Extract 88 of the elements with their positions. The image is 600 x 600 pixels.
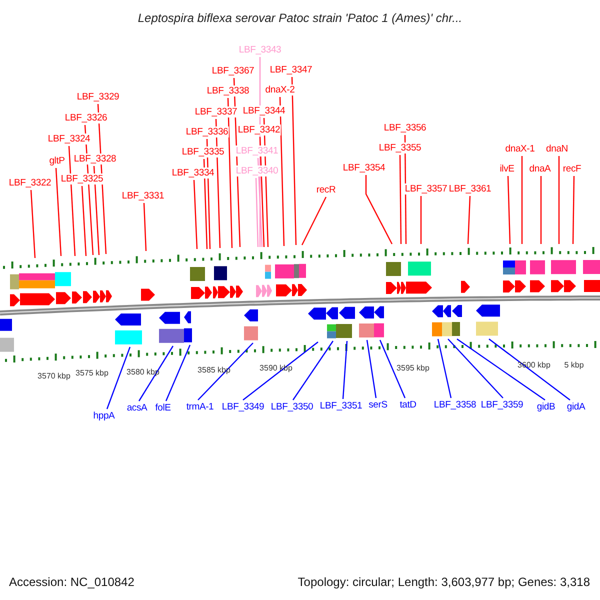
gene-label: LBF_3325	[60, 174, 104, 184]
gene-label: ilvE	[498, 164, 516, 174]
gene-label: LBF_3354	[342, 162, 386, 174]
gene-label: recF	[562, 164, 582, 174]
gene-label: LBF_3340	[234, 166, 280, 176]
leader-line	[488, 338, 570, 400]
gene-label: gidB	[536, 402, 556, 412]
gene-label: LBF_3342	[236, 124, 282, 136]
gene-label: LBF_3359	[480, 400, 524, 410]
gene-label: tatD	[398, 400, 418, 410]
gene-label: dnaN	[545, 144, 569, 154]
leader-line	[399, 155, 402, 244]
leader-line	[379, 340, 406, 398]
leader-line	[437, 338, 452, 398]
leader-line	[521, 156, 523, 244]
leader-line	[366, 340, 377, 398]
gene-label: LBF_3343	[238, 44, 282, 56]
leader-line	[193, 180, 198, 250]
leader-line	[255, 178, 259, 248]
genome-summary: Topology: circular; Length: 3,603,977 bp; Genes: 3,318	[298, 575, 590, 589]
gene-label: LBF_3324	[46, 134, 92, 144]
leader-line	[291, 76, 297, 246]
leader-line	[143, 202, 147, 252]
tick-label: 3575 kbp	[76, 368, 108, 378]
tick-label: 3570 kbp	[38, 372, 70, 380]
leader-line	[420, 196, 422, 244]
gene-label: LBF_3334	[170, 168, 216, 178]
leader-line	[448, 338, 504, 398]
gene-label: LBF_3341	[234, 146, 280, 156]
tick-label: 5 kbp	[564, 360, 584, 370]
gene-label: dnaX-2	[264, 84, 296, 96]
gene-label: LBF_3331	[120, 190, 166, 202]
gene-label: serS	[368, 400, 388, 410]
gene-label: LBF_3322	[8, 178, 52, 188]
leader-line	[165, 344, 191, 402]
gene-label: LBF_3357	[404, 184, 448, 194]
map-title: Leptospira biflexa serovar Patoc strain 'Patoc 1 (Ames)' chr...	[136, 11, 464, 25]
gene-label: folE	[154, 402, 172, 414]
leader-line	[138, 346, 174, 402]
gene-label: LBF_3336	[184, 126, 230, 138]
leader-line	[68, 146, 76, 256]
leader-line	[81, 186, 87, 256]
gene-label: LBF_3338	[206, 86, 250, 96]
gene-label: LBF_3344	[242, 106, 286, 116]
leader-line	[342, 340, 348, 400]
leader-line	[93, 166, 100, 256]
gene-label: LBF_3347	[268, 64, 314, 76]
leader-line	[572, 176, 575, 244]
gene-label: acsA	[126, 402, 148, 414]
gene-label: dnaX-1	[504, 144, 536, 154]
gene-label: LBF_3335	[180, 146, 226, 158]
gene-label: LBF_3337	[194, 106, 238, 118]
gene-label: LBF_3367	[210, 66, 256, 76]
gene-label: gidA	[566, 402, 586, 412]
accession-text: Accession: NC_010842	[9, 575, 134, 589]
leader-line	[198, 342, 254, 400]
gene-label: LBF_3349	[220, 402, 266, 412]
leader-line	[279, 96, 285, 246]
gene-label: gltP	[48, 156, 66, 166]
leader-line	[30, 190, 36, 258]
leader-line	[227, 98, 233, 248]
leader-line	[292, 340, 334, 400]
gene-label: LBF_3356	[382, 122, 428, 134]
leader-line	[467, 196, 471, 244]
gene-label: hppA	[92, 410, 116, 422]
gene-label: LBF_3361	[448, 184, 492, 194]
leader-line	[540, 176, 542, 244]
gene-label: dnaA	[528, 164, 552, 174]
gene-label: LBF_3329	[76, 92, 120, 102]
gene-label: LBF_3351	[318, 400, 364, 412]
leader-line	[106, 346, 131, 410]
leader-line	[365, 175, 393, 244]
leader-line	[456, 338, 546, 400]
leader-line	[507, 176, 511, 244]
leader-line	[558, 156, 560, 244]
gene-label: LBF_3326	[64, 112, 108, 124]
tick-label: 3595 kbp	[396, 364, 430, 372]
gene-label: LBF_3355	[378, 142, 422, 154]
gene-label: LBF_3358	[432, 400, 478, 410]
gene-label: recR	[315, 184, 337, 196]
leader-line	[301, 196, 327, 246]
leader-line	[257, 158, 263, 248]
leader-line	[242, 342, 318, 400]
leader-line	[55, 168, 62, 256]
leader-line	[203, 158, 208, 250]
gene-label: LBF_3350	[270, 402, 314, 412]
gene-label: LBF_3328	[72, 154, 118, 164]
gene-label: trmA-1	[185, 402, 215, 412]
